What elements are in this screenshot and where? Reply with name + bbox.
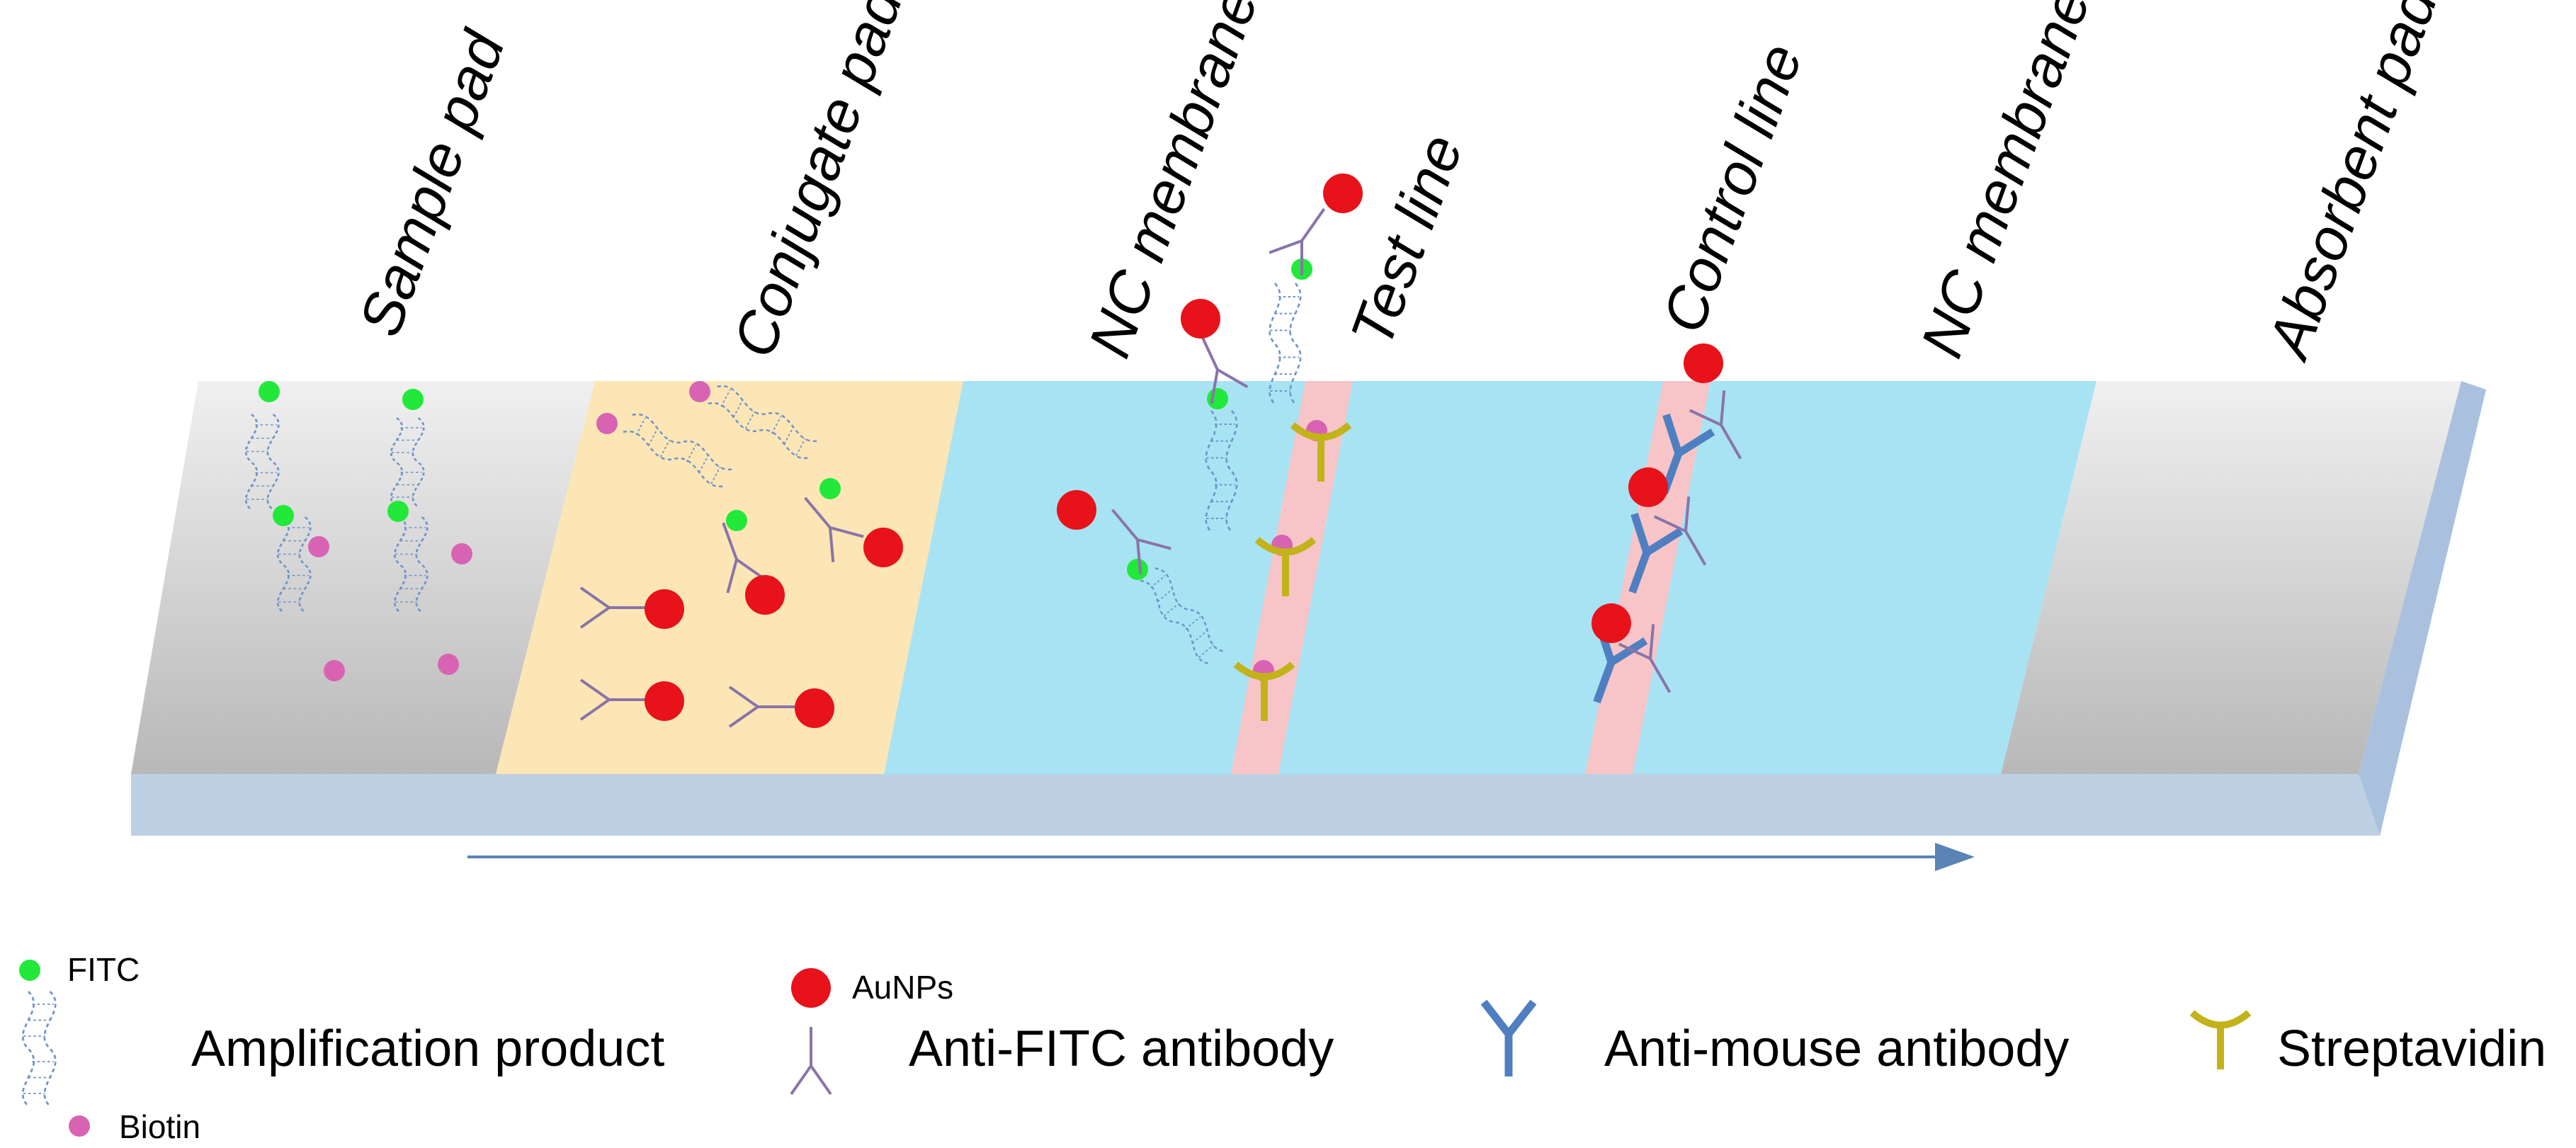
legend-aunps-label: AuNPs: [852, 969, 953, 1006]
label-conjugate-pad: Conjugate pad: [720, 0, 916, 365]
control-line-complexes: [1574, 343, 1759, 710]
legend-aunp-icon: [791, 968, 831, 1008]
aunp: [795, 688, 834, 728]
label-test-line: Test line: [1338, 126, 1475, 355]
fitc-dot: [1207, 388, 1228, 409]
legend-biotin-dot: [69, 1115, 90, 1137]
sample-pad-amplification-products: [244, 381, 472, 681]
legend: FITC Biotin Amplification product AuNPs …: [19, 951, 2546, 1145]
legend-anti-fitc-antibody-label: Anti-FITC antibody: [909, 1021, 1334, 1077]
biotin-dot: [324, 660, 345, 681]
fitc-dot: [273, 505, 294, 526]
control-line-band: [1585, 381, 1710, 774]
nc-membrane-section: [884, 381, 2096, 774]
conjugate-pad-contents: [579, 381, 903, 728]
biotin-dot: [438, 654, 459, 675]
fitc-dot: [726, 510, 747, 531]
legend-amplification-product-label: Amplification product: [191, 1021, 664, 1077]
absorbent-pad-section: [2001, 381, 2461, 774]
test-line-complexes: [1057, 174, 1363, 721]
biotin-dot: [596, 413, 618, 434]
biotin-dot: [689, 381, 710, 402]
legend-anti-mouse-antibody-label: Anti-mouse antibody: [1604, 1021, 2069, 1077]
legend-anti-mouse-antibody-icon: [1484, 1002, 1533, 1076]
legend-amplification-product-icon: [21, 990, 57, 1108]
legend-streptavidin-icon: [2192, 1013, 2249, 1069]
aunp: [1181, 299, 1220, 339]
aunp: [745, 575, 785, 615]
label-nc-membrane-2: NC membrane: [1908, 0, 2103, 365]
fitc-dot: [259, 381, 280, 402]
aunp: [1628, 467, 1668, 507]
aunp: [645, 681, 684, 721]
label-sample-pad: Sample pad: [346, 22, 518, 345]
legend-fitc-dot: [19, 960, 40, 981]
legend-anti-fitc-antibody-icon: [790, 1025, 832, 1096]
aunp: [1323, 174, 1363, 213]
fitc-dot: [387, 501, 409, 522]
sample-pad-section: [131, 381, 595, 774]
fitc-dot: [819, 478, 841, 499]
conjugate-pad-section: [496, 381, 963, 774]
label-absorbent-pad: Absorbent pad: [2254, 0, 2451, 369]
aunp: [645, 589, 684, 629]
legend-streptavidin-label: Streptavidin: [2277, 1021, 2546, 1077]
legend-biotin-label: Biotin: [119, 1108, 200, 1145]
aunp: [1057, 490, 1096, 530]
biotin-dot: [451, 543, 472, 564]
label-control-line: Control line: [1650, 35, 1815, 341]
aunp: [1591, 603, 1631, 643]
legend-fitc-label: FITC: [67, 951, 140, 988]
strip-side: [2359, 381, 2486, 836]
label-nc-membrane-1: NC membrane: [1076, 0, 1271, 365]
fitc-dot: [1127, 559, 1148, 580]
biotin-dot: [308, 536, 329, 557]
aunp: [863, 528, 903, 567]
fitc-dot: [402, 389, 424, 410]
aunp: [1684, 343, 1723, 383]
strip-base: [131, 774, 2380, 836]
